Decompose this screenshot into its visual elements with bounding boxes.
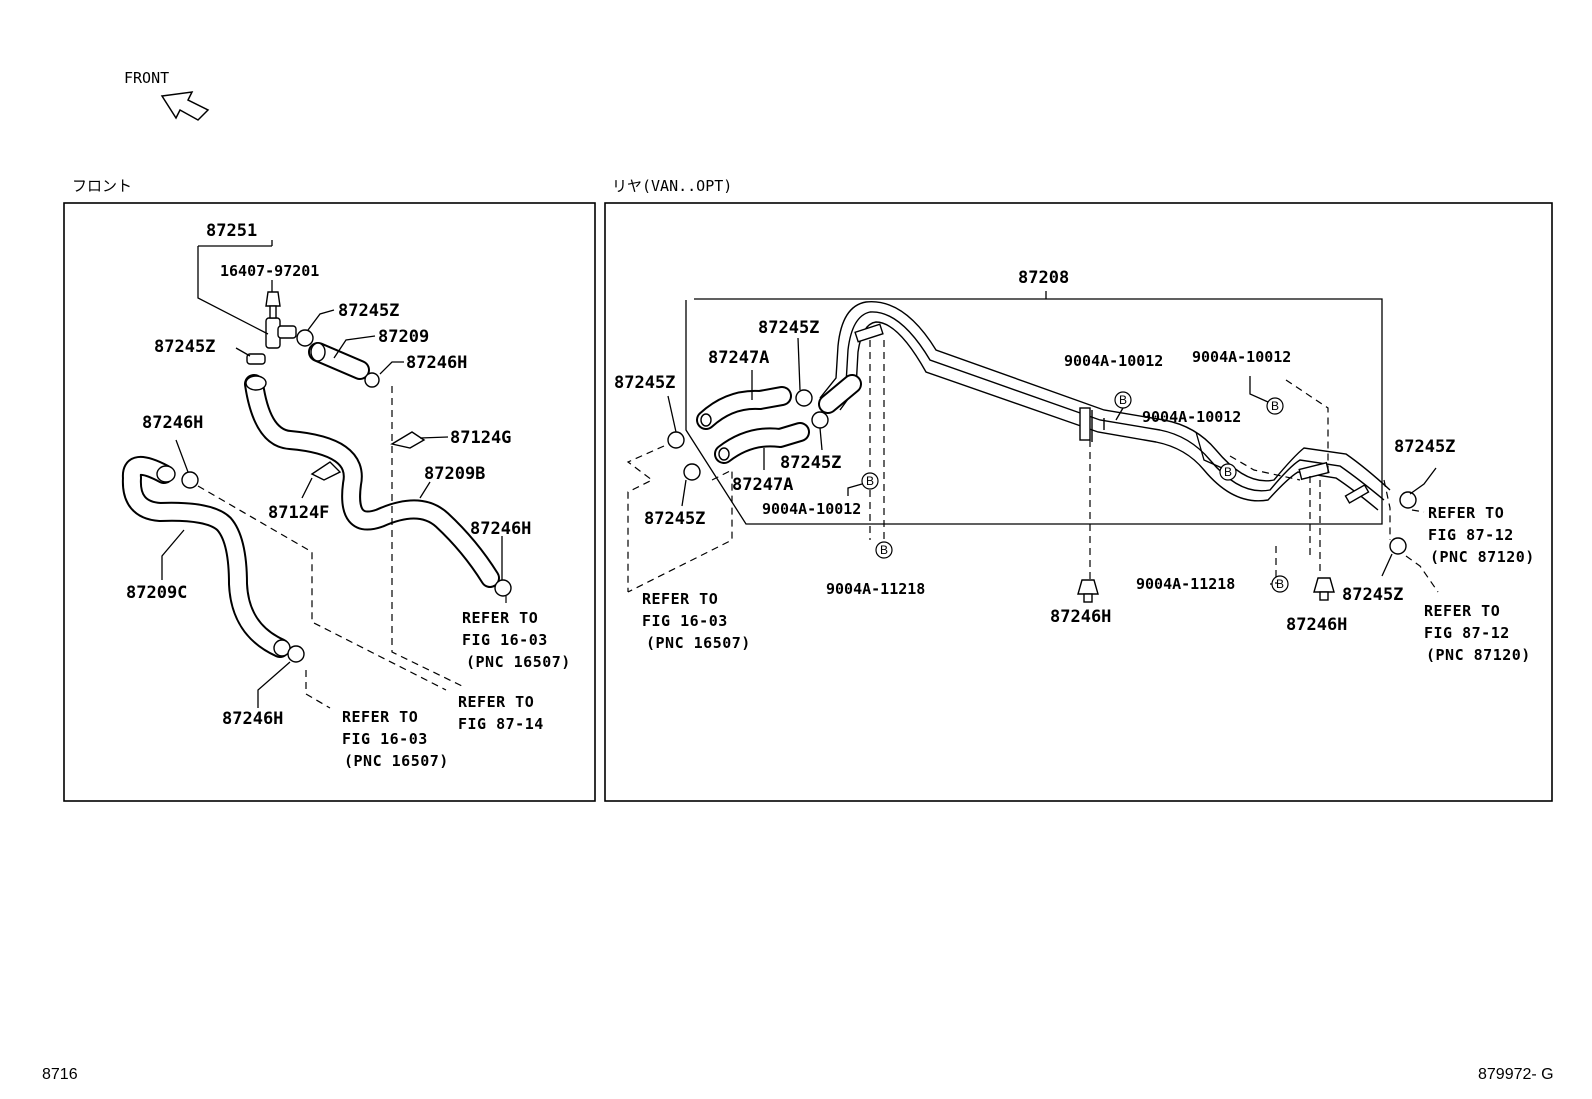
svg-text:(PNC 16507): (PNC 16507)	[646, 634, 751, 652]
callout-87246h-rear-a: 87246H	[1050, 607, 1111, 627]
callout-87245z-rear-a: 87245Z	[758, 318, 819, 338]
svg-text:(PNC 87120): (PNC 87120)	[1426, 646, 1531, 664]
bolt-marker-icons: B B B B B B	[861, 391, 1289, 593]
callout-16407-97201: 16407-97201	[220, 262, 319, 280]
front-arrow-icon	[160, 91, 210, 121]
callout-87246h-front-b: 87246H	[142, 413, 203, 433]
rear-ref-fig-87-12-a: REFER TO FIG 87-12 (PNC 87120)	[1428, 504, 1535, 566]
rear-ref-fig-16-03: REFER TO FIG 16-03 (PNC 16507)	[642, 590, 751, 652]
front-label: FRONT	[124, 69, 169, 87]
callout-87251: 87251	[206, 221, 257, 241]
callout-87245z-rear-e: 87245Z	[1394, 437, 1455, 457]
callout-9004a-11218-a: 9004A-11218	[826, 580, 925, 598]
clamp-icons	[181, 329, 512, 663]
svg-text:B: B	[866, 474, 874, 488]
hose-87209b	[244, 374, 500, 588]
callout-87245z-front-a: 87245Z	[338, 301, 399, 321]
hose-87209c	[121, 456, 291, 658]
svg-text:FIG 87-14: FIG 87-14	[458, 715, 544, 733]
svg-text:REFER TO: REFER TO	[1428, 504, 1504, 522]
svg-text:REFER TO: REFER TO	[342, 708, 418, 726]
callout-87209: 87209	[378, 327, 429, 347]
callout-87124g: 87124G	[450, 428, 511, 448]
svg-text:FIG 16-03: FIG 16-03	[462, 631, 548, 649]
front-ref-fig-16-03-a: REFER TO FIG 16-03 (PNC 16507)	[462, 609, 571, 671]
callout-9004a-11218-b: 9004A-11218	[1136, 575, 1235, 593]
svg-text:(PNC 87120): (PNC 87120)	[1430, 548, 1535, 566]
callout-87247a-rear-b: 87247A	[732, 475, 793, 495]
svg-text:B: B	[1119, 393, 1127, 407]
front-panel: 87251 16407-97201 87245Z 87245Z 87209 87…	[121, 221, 571, 770]
front-panel-title: フロント	[72, 177, 132, 195]
callout-87245z-rear-d: 87245Z	[644, 509, 705, 529]
rear-panel-frame	[604, 202, 1553, 802]
callout-9004a-10012-d: 9004A-10012	[1142, 408, 1241, 426]
callout-87245z-rear-f: 87245Z	[1342, 585, 1403, 605]
hose-stub	[818, 374, 862, 414]
front-panel-frame	[63, 202, 596, 802]
callout-87245z-rear-c: 87245Z	[780, 453, 841, 473]
callout-87209b: 87209B	[424, 464, 485, 484]
callout-9004a-10012-c: 9004A-10012	[1192, 348, 1291, 366]
rear-panel: B B B B B B 87208 87245Z	[614, 268, 1535, 664]
svg-text:FIG 16-03: FIG 16-03	[342, 730, 428, 748]
hose-87247a-lower	[714, 422, 810, 464]
svg-text:REFER TO: REFER TO	[458, 693, 534, 711]
svg-text:B: B	[1271, 399, 1279, 413]
footer-illustration-id: 879972- G	[1478, 1066, 1554, 1083]
front-ref-fig-16-03-b: REFER TO FIG 16-03 (PNC 16507)	[342, 708, 449, 770]
svg-text:REFER TO: REFER TO	[1424, 602, 1500, 620]
rear-ref-fig-87-12-b: REFER TO FIG 87-12 (PNC 87120)	[1424, 602, 1531, 664]
svg-text:(PNC 16507): (PNC 16507)	[344, 752, 449, 770]
callout-87247a-rear-a: 87247A	[708, 348, 769, 368]
callout-87246h-front-d: 87246H	[222, 709, 283, 729]
callout-9004a-10012-a: 9004A-10012	[762, 500, 861, 518]
svg-text:REFER TO: REFER TO	[462, 609, 538, 627]
svg-text:B: B	[880, 543, 888, 557]
callout-87245z-front-b: 87245Z	[154, 337, 215, 357]
front-ref-fig-87-14: REFER TO FIG 87-14	[458, 693, 544, 733]
hose-87247a-upper	[696, 386, 792, 430]
svg-text:FIG 87-12: FIG 87-12	[1428, 526, 1514, 544]
pipe-assembly-87208-outline	[685, 298, 1383, 525]
callout-9004a-10012-b: 9004A-10012	[1064, 352, 1163, 370]
svg-text:FIG 87-12: FIG 87-12	[1424, 624, 1510, 642]
callout-87246h-rear-b: 87246H	[1286, 615, 1347, 635]
svg-text:(PNC 16507): (PNC 16507)	[466, 653, 571, 671]
svg-text:FIG 16-03: FIG 16-03	[642, 612, 728, 630]
callout-87246h-front-c: 87246H	[470, 519, 531, 539]
pipe-bundle	[819, 301, 1391, 511]
callout-87245z-rear-b: 87245Z	[614, 373, 675, 393]
svg-text:B: B	[1224, 465, 1232, 479]
callout-87246h-front-a: 87246H	[406, 353, 467, 373]
rear-clamp-icons	[667, 389, 1417, 555]
rear-panel-title: リヤ(VAN..OPT)	[612, 177, 732, 195]
callout-87124f: 87124F	[268, 503, 329, 523]
svg-text:B: B	[1276, 577, 1284, 591]
callout-87209c: 87209C	[126, 583, 187, 603]
callout-87208: 87208	[1018, 268, 1069, 288]
svg-text:REFER TO: REFER TO	[642, 590, 718, 608]
hose-87209	[308, 342, 370, 380]
grommet-87246h-icons	[1077, 577, 1335, 603]
footer-figure-number: 8716	[42, 1066, 78, 1083]
tee-joint-87251	[265, 291, 297, 349]
